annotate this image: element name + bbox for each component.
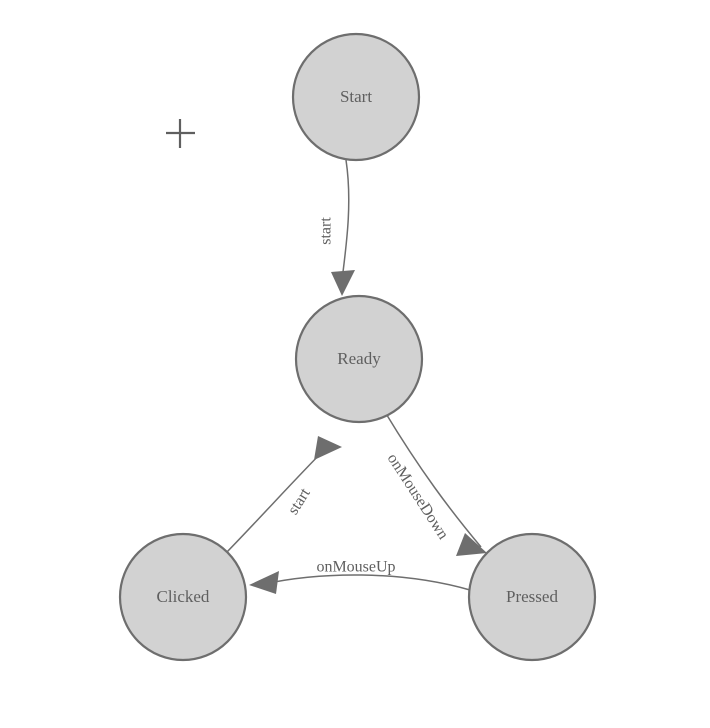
edge-label-start-to-ready: start [318,217,335,245]
edge-ready-to-pressed[interactable]: onMouseDown [384,411,487,556]
node-start[interactable]: Start [291,32,421,162]
node-label-pressed: Pressed [506,587,558,606]
node-circle[interactable] [118,532,248,662]
arrowhead-icon [314,436,342,460]
node-circle[interactable] [294,294,424,424]
node-ready[interactable]: Ready [294,294,424,424]
node-circle[interactable] [291,32,421,162]
plus-marker-icon [166,119,195,148]
node-clicked[interactable]: Clicked [118,532,248,662]
arrowhead-icon [456,533,487,556]
edge-start-to-ready[interactable]: start [318,159,355,296]
edge-line[interactable] [225,445,329,554]
node-pressed[interactable]: Pressed [467,532,597,662]
edge-label-pressed-to-clicked: onMouseUp [316,559,395,576]
edge-line[interactable] [384,411,482,548]
edge-clicked-to-ready[interactable]: start [225,436,342,554]
arrowhead-icon [331,270,355,296]
node-label-clicked: Clicked [157,587,210,606]
arrowhead-icon [249,571,279,594]
edge-pressed-to-clicked[interactable]: onMouseUp [249,559,471,594]
edge-line[interactable] [263,574,471,591]
node-label-start: Start [340,87,372,106]
edge-line[interactable] [342,159,350,273]
node-circle[interactable] [467,532,597,662]
edge-label-clicked-to-ready: start [285,485,314,518]
node-label-ready: Ready [337,349,381,368]
